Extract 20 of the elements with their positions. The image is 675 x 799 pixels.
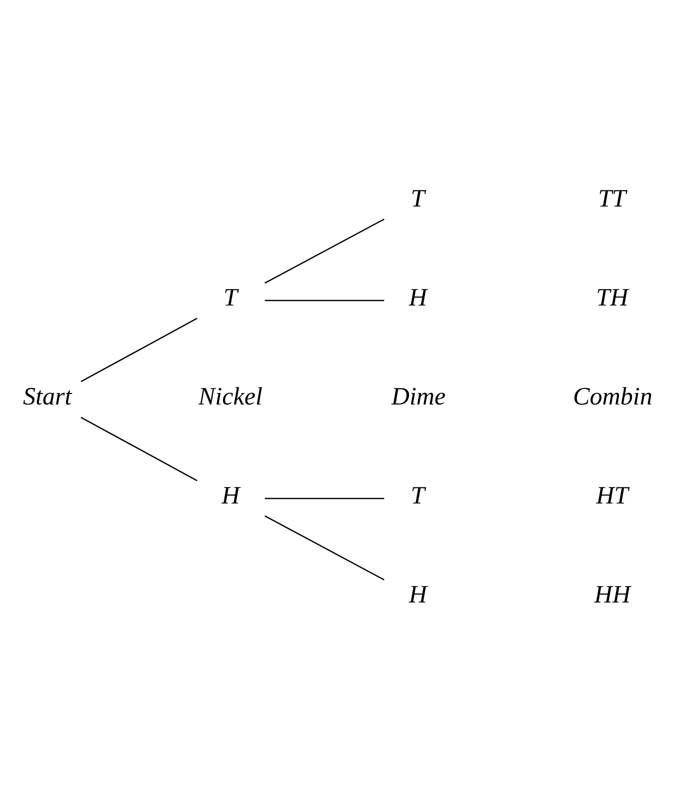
node-text: H (408, 581, 427, 608)
label: Nickel (198, 384, 262, 411)
node-text: Start (23, 384, 72, 411)
node-text: T (223, 284, 238, 312)
label: HT (596, 482, 628, 510)
connector (264, 300, 384, 302)
node-text: H (408, 284, 427, 312)
label: TH (596, 284, 628, 312)
label: TT (598, 186, 626, 213)
label: Combin (573, 384, 652, 411)
connector (264, 498, 384, 500)
node-text: H (222, 482, 240, 510)
label: Dime (391, 384, 446, 411)
node-text: T (410, 482, 425, 510)
connector (264, 218, 384, 284)
connector (264, 515, 384, 580)
connector (80, 318, 198, 382)
label: HH (594, 581, 631, 608)
node-text: T (410, 186, 425, 213)
connector (80, 416, 198, 482)
